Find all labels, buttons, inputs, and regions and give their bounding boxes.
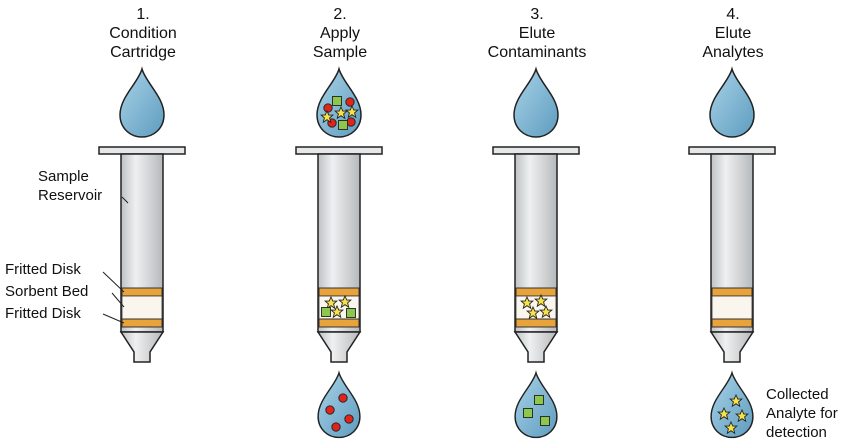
cartridge-1 [98, 146, 186, 363]
step-2-title-line1: Apply [319, 25, 361, 42]
top-drop-1 [119, 68, 165, 138]
label-sample: Sample [38, 168, 89, 185]
sorbent-bed-3 [515, 287, 557, 328]
step-3-number: 3. [530, 6, 544, 23]
sorbent-bed-1 [121, 287, 163, 328]
step-1-title-line1: Condition [109, 25, 177, 42]
collected-analyte-label: Collected Analyte for detection [766, 385, 838, 442]
label-fritted-disk-bottom: Fritted Disk [5, 305, 81, 322]
collected-line2: Analyte for [766, 405, 838, 422]
leader-lines [102, 196, 129, 324]
step-4-title-line2: Analytes [702, 44, 764, 61]
step-1-title: 1. Condition Cartridge [83, 5, 203, 62]
label-sample-reservoir: Sample Reservoir [38, 168, 102, 204]
step-3-title: 3. Elute Contaminants [477, 5, 597, 62]
step-2-number: 2. [333, 6, 347, 23]
step-2-title: 2. Apply Sample [280, 5, 400, 62]
top-drop-4 [709, 68, 755, 138]
cartridge-4 [688, 146, 776, 363]
step-4-title: 4. Elute Analytes [673, 5, 793, 62]
step-2-title-line2: Sample [312, 44, 368, 61]
top-drop-3 [513, 68, 559, 138]
step-3-title-line1: Elute [518, 25, 556, 42]
step-1-number: 1. [136, 6, 150, 23]
bottom-drop-3 [514, 372, 558, 439]
step-3-title-line2: Contaminants [487, 44, 587, 61]
sorbent-bed-4 [711, 287, 753, 328]
step-4-number: 4. [726, 6, 740, 23]
collected-line3: detection [766, 424, 827, 441]
label-fritted-disk-top: Fritted Disk [5, 261, 81, 278]
cartridge-3 [492, 146, 580, 363]
cartridge-2 [295, 146, 383, 363]
step-4-title-line1: Elute [714, 25, 752, 42]
step-1-title-line2: Cartridge [110, 44, 176, 61]
collected-line1: Collected [766, 386, 829, 403]
label-reservoir: Reservoir [38, 187, 103, 204]
label-sorbent-bed: Sorbent Bed [5, 283, 89, 300]
